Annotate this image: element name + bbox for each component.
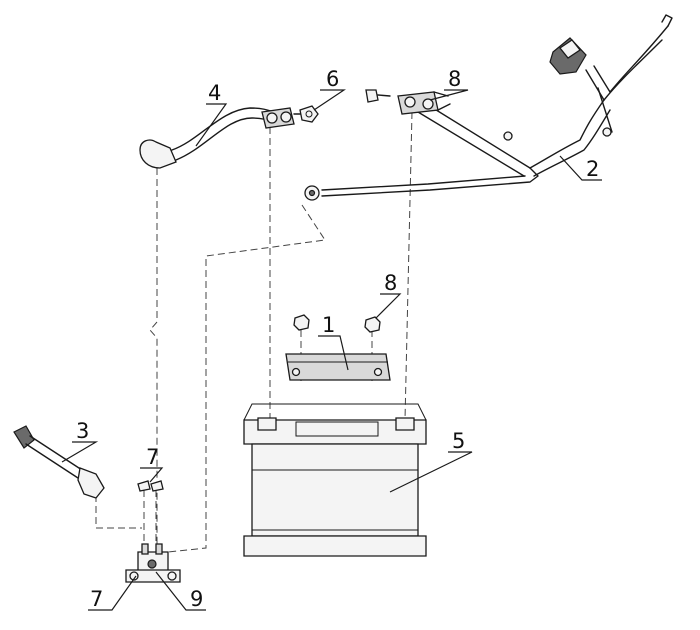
relay-nut-left [137, 480, 151, 492]
callout-3: 3 [76, 419, 89, 443]
assembly-guide-lines [95, 111, 413, 553]
callout-labels: 4 6 8 2 1 8 3 7 5 7 9 [76, 67, 599, 611]
callout-7-bottom: 7 [90, 587, 103, 611]
main-wiring-harness [304, 14, 673, 201]
terminal-bolt-8 [365, 89, 379, 103]
callout-7-top: 7 [146, 445, 159, 469]
callout-6: 6 [326, 67, 339, 91]
callout-8-bracket: 8 [384, 271, 397, 295]
callout-1: 1 [322, 313, 335, 337]
battery-terminal-right [395, 417, 415, 431]
callout-5: 5 [452, 429, 465, 453]
guide-cable3-to-relay [95, 495, 142, 529]
guide-cable4-to-relay [149, 168, 158, 545]
bolt-6 [299, 105, 319, 123]
callout-2: 2 [586, 157, 599, 181]
guide-harness-to-relay [167, 204, 326, 553]
battery [243, 403, 427, 557]
callout-9: 9 [190, 587, 203, 611]
relay-nut-right [150, 480, 164, 492]
callout-4: 4 [208, 81, 221, 105]
guide-harness-to-battery [404, 111, 413, 421]
bracket-nut-left [293, 314, 310, 331]
hold-down-bracket [285, 314, 391, 381]
positive-battery-cable [139, 107, 307, 169]
harness-battery-terminal [365, 89, 451, 115]
battery-terminal-left [257, 417, 277, 431]
leader-lines [61, 89, 602, 611]
bracket-nut-right [364, 316, 381, 333]
starter-relay [125, 480, 181, 583]
callout-8-top: 8 [448, 67, 461, 91]
cable4-boot-end [139, 139, 177, 169]
starter-cable [13, 425, 105, 499]
